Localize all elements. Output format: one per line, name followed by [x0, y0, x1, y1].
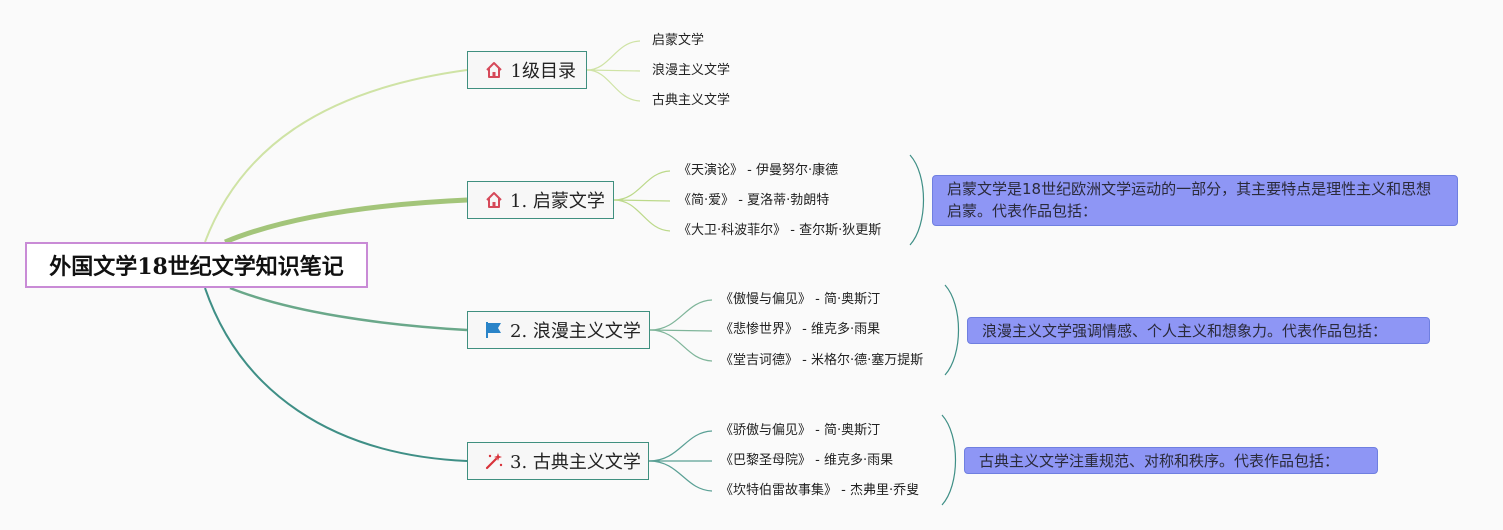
leaf-item[interactable]: 启蒙文学: [652, 33, 705, 48]
branch-link-1: [224, 197, 468, 245]
note-text: 浪漫主义文学强调情感、个人主义和想象力。代表作品包括：: [982, 322, 1388, 340]
leaf-link-2-2: [649, 329, 713, 362]
leaf-link-3-0: [648, 430, 713, 462]
branch-topic-toc[interactable]: 1级目录: [467, 51, 587, 89]
branch-link-2: [229, 286, 468, 332]
branch-topic-classicism[interactable]: 3. 古典主义文学: [467, 442, 649, 480]
leaf-item[interactable]: 《悲惨世界》 - 维克多·雨果: [720, 322, 881, 337]
branch-label: 1. 启蒙文学: [510, 191, 605, 212]
note-enlightenment[interactable]: 启蒙文学是18世纪欧洲文学运动的一部分，其主要特点是理性主义和思想启蒙。代表作品…: [932, 175, 1458, 226]
branch-label: 3. 古典主义文学: [510, 452, 641, 473]
bracket-2: [944, 284, 959, 376]
leaf-link-1-1: [613, 199, 671, 202]
leaf-item[interactable]: 浪漫主义文学: [652, 63, 731, 78]
leaf-item[interactable]: 古典主义文学: [652, 93, 731, 108]
leaf-item[interactable]: 《简·爱》 - 夏洛蒂·勃朗特: [678, 193, 830, 208]
branch-link-0: [204, 69, 468, 243]
leaf-link-0-0: [586, 40, 641, 71]
leaf-item[interactable]: 《傲慢与偏见》 - 简·奥斯汀: [720, 292, 881, 307]
note-text: 启蒙文学是18世纪欧洲文学运动的一部分，其主要特点是理性主义和思想启蒙。代表作品…: [947, 180, 1432, 220]
branch-link-3: [204, 287, 468, 462]
note-romanticism[interactable]: 浪漫主义文学强调情感、个人主义和想象力。代表作品包括：: [967, 317, 1430, 344]
bracket-1: [909, 154, 924, 246]
leaf-link-3-2: [648, 460, 713, 492]
leaf-link-1-0: [613, 170, 671, 201]
bracket-3: [941, 414, 956, 506]
home-icon: [484, 189, 504, 211]
leaf-item[interactable]: 《巴黎圣母院》 - 维克多·雨果: [720, 453, 894, 468]
home-icon: [484, 59, 505, 81]
note-classicism[interactable]: 古典主义文学注重规范、对称和秩序。代表作品包括：: [964, 447, 1378, 474]
root-title: 外国文学18世纪文学知识笔记: [49, 254, 344, 280]
branch-topic-enlightenment[interactable]: 1. 启蒙文学: [467, 181, 614, 219]
branch-label: 2. 浪漫主义文学: [510, 321, 641, 342]
branch-topic-romanticism[interactable]: 2. 浪漫主义文学: [467, 311, 650, 349]
leaf-link-2-0: [649, 299, 713, 331]
leaf-item[interactable]: 《堂吉诃德》 - 米格尔·德·塞万提斯: [720, 353, 924, 368]
leaf-link-0-2: [586, 69, 641, 102]
magic-wand-icon: [484, 450, 504, 472]
leaf-item[interactable]: 《坎特伯雷故事集》 - 杰弗里·乔叟: [720, 483, 920, 498]
note-text: 古典主义文学注重规范、对称和秩序。代表作品包括：: [979, 452, 1340, 470]
leaf-link-2-1: [649, 329, 713, 332]
flag-icon: [484, 319, 504, 341]
leaf-link-1-2: [613, 199, 671, 232]
leaf-item[interactable]: 《天演论》 - 伊曼努尔·康德: [678, 163, 839, 178]
leaf-link-0-1: [586, 69, 641, 72]
root-topic[interactable]: 外国文学18世纪文学知识笔记: [25, 242, 368, 288]
branch-label: 1级目录: [510, 61, 576, 82]
leaf-item[interactable]: 《骄傲与偏见》 - 简·奥斯汀: [720, 423, 881, 438]
leaf-item[interactable]: 《大卫·科波菲尔》 - 查尔斯·狄更斯: [678, 223, 882, 238]
